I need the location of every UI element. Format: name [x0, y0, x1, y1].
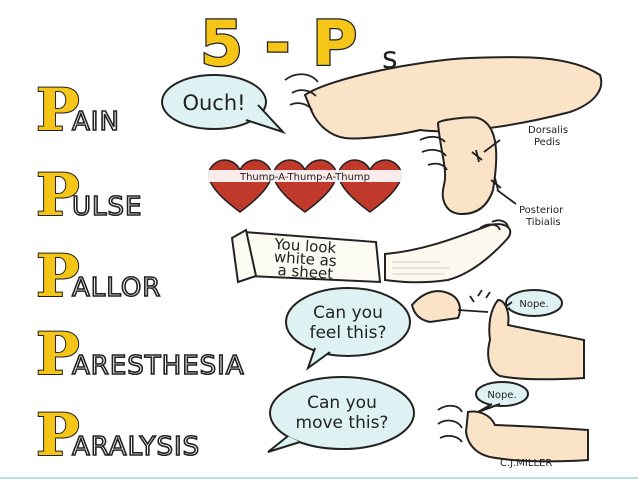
scroll-text: a sheet	[277, 261, 334, 283]
artery-labels: Dorsalis Pedis Posterior Tibialis	[519, 125, 568, 228]
title-main: 5 - P	[200, 7, 357, 80]
heart-caption: Thump-A-Thump-A-Thump	[239, 172, 370, 183]
row-term: ARALYSIS	[72, 432, 200, 462]
heart-row: Thump-A-Thump-A-Thump	[204, 159, 406, 213]
row-letter: P	[36, 320, 80, 388]
row-pulse: P ULSE Thump-A-Thump-A-Thump Dorsalis Pe…	[35, 116, 568, 230]
pale-foot-icon	[384, 219, 512, 284]
heart-icon	[338, 159, 402, 213]
row-pain: P AIN Ouch!	[35, 56, 603, 145]
bubble-text: Can you	[313, 303, 383, 323]
foot-pulse-icon	[419, 116, 517, 216]
speech-bubble: Ouch!	[161, 74, 287, 135]
row-letter: P	[36, 401, 80, 469]
bubble-text: Can you	[307, 393, 377, 413]
posterior-label: Posterior	[519, 205, 564, 216]
pedis-label: Pedis	[534, 137, 560, 148]
row-pallor: P ALLOR You look white as a sheet	[35, 219, 512, 311]
row-term: ULSE	[72, 192, 142, 222]
heart-icon	[208, 159, 272, 213]
scroll-text: You look	[273, 235, 337, 257]
reply-text: Nope.	[519, 299, 548, 310]
ouch-leg-icon	[284, 56, 603, 140]
tibialis-label: Tibialis	[525, 217, 561, 228]
artist-signature: C.J.MILLER	[500, 458, 552, 469]
reply-bubble: Nope.	[475, 381, 529, 413]
scroll-sign: You look white as a sheet	[230, 228, 382, 284]
bubble-text: move this?	[296, 413, 389, 433]
scroll-text: white as	[273, 248, 337, 270]
bubble-text: feel this?	[309, 323, 386, 343]
row-paralysis: P ARALYSIS Can you move this? Nope. C.J.…	[35, 376, 589, 470]
row-term: ALLOR	[72, 273, 161, 303]
row-letter: P	[36, 242, 80, 310]
bubble-text: Ouch!	[182, 91, 245, 115]
row-term: ARESTHESIA	[72, 351, 245, 381]
toe-icon	[437, 404, 589, 463]
row-letter: P	[36, 161, 80, 229]
speech-bubble: Can you feel this?	[285, 287, 411, 371]
dorsalis-label: Dorsalis	[528, 125, 568, 136]
row-letter: P	[36, 76, 80, 144]
reply-text: Nope.	[487, 390, 516, 401]
speech-bubble: Can you move this?	[267, 376, 415, 453]
row-paresthesia: P ARESTHESIA Can you feel this? Nope.	[35, 287, 585, 389]
title: 5 - P s	[199, 6, 398, 82]
heart-icon	[273, 159, 337, 213]
row-term: AIN	[72, 107, 120, 137]
pinch-toe-icon	[410, 289, 585, 381]
